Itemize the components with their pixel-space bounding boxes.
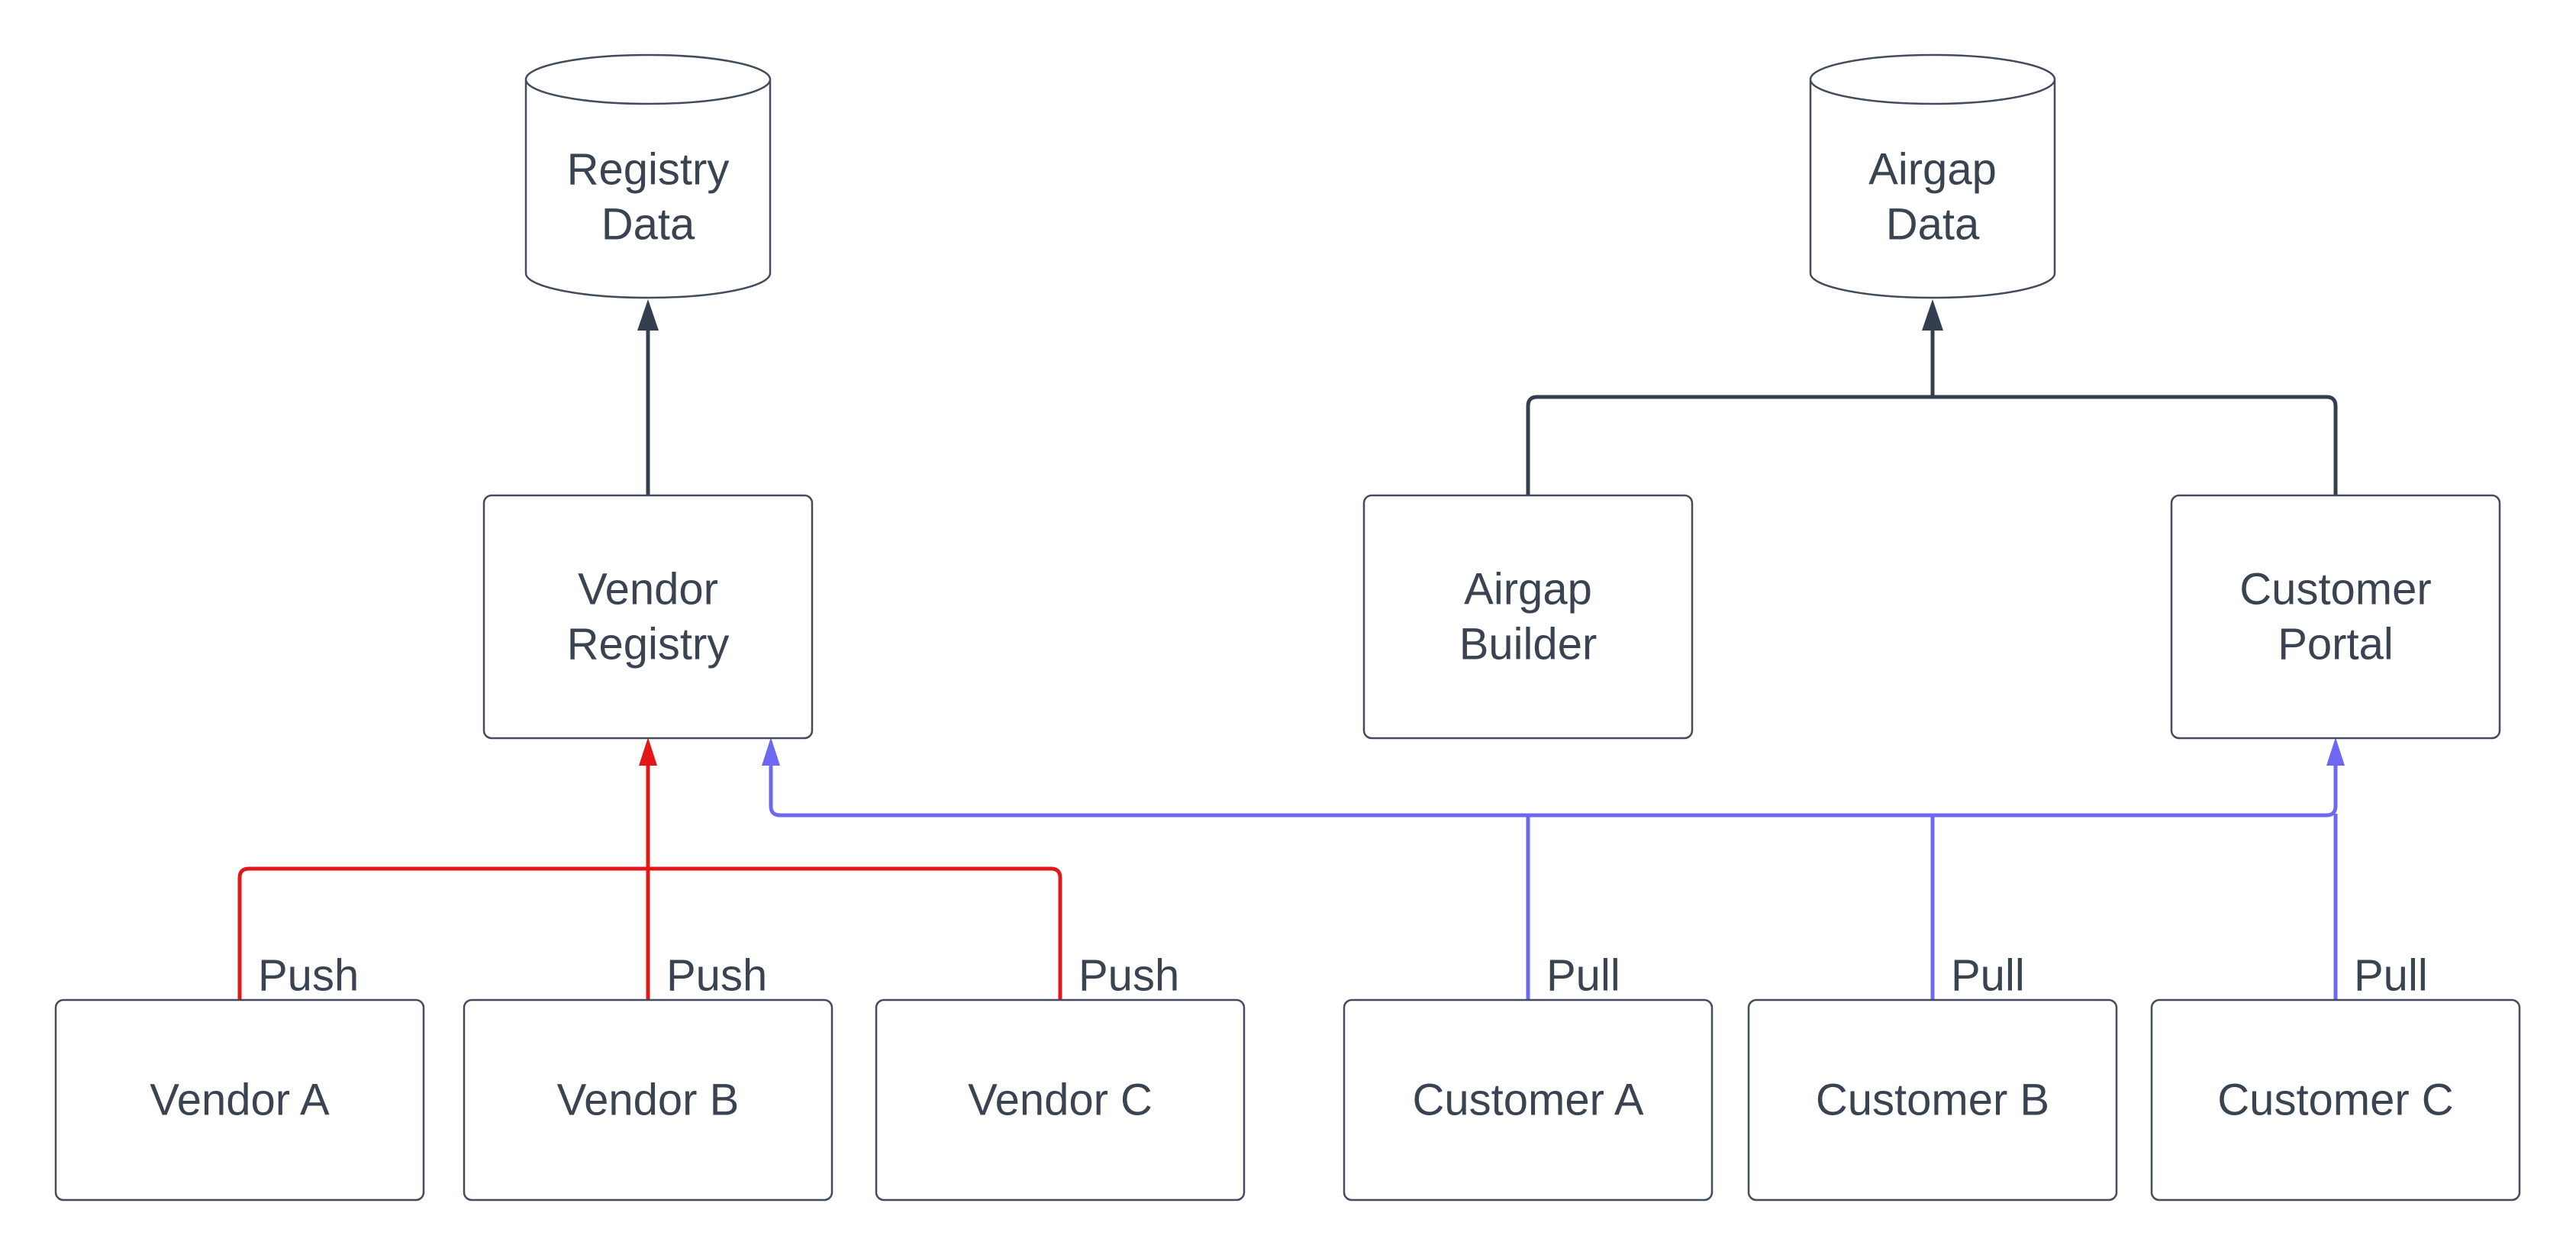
airgap-data-cylinder-shape: [1809, 53, 2056, 299]
connector-builder-portal-merge-bar: [1526, 395, 2338, 495]
push-label-vendor-b: Push: [666, 951, 767, 1001]
airgap-builder-label-line1: Airgap: [1464, 565, 1592, 614]
customer-portal-label-line1: Customer: [2239, 565, 2431, 614]
vendor-a-box-shape: [54, 998, 425, 1202]
node-customer-portal: Customer Portal: [2170, 494, 2501, 740]
flow-arrowheads: [637, 299, 1943, 331]
node-vendor-a: Vendor A: [54, 998, 425, 1202]
pull-arrowheads: [762, 737, 2345, 766]
vendor-b-box-shape: [463, 998, 833, 1202]
node-customer-c: Customer C: [2150, 998, 2521, 1202]
registry-data-label-line1: Registry: [567, 145, 730, 195]
vendor-registry-label-line2: Registry: [567, 620, 730, 669]
vendor-c-box-shape: [875, 998, 1246, 1202]
registry-data-label-line2: Data: [601, 200, 695, 250]
push-connectors: [237, 737, 1062, 1000]
registry-data-cylinder-shape: [524, 53, 772, 299]
vendor-registry-box-shape: [482, 494, 814, 740]
vendor-registry-label-line1: Vendor: [578, 565, 718, 614]
airgap-builder-label-line2: Builder: [1459, 620, 1598, 669]
arrowhead-push-into-vendor-registry: [639, 737, 657, 766]
node-vendor-c: Vendor C: [875, 998, 1246, 1202]
customer-c-label: Customer C: [2217, 1076, 2453, 1125]
node-airgap-data: Airgap Data: [1809, 53, 2056, 299]
pull-label-customer-b: Pull: [1951, 951, 2025, 1001]
customer-portal-box-shape: [2170, 494, 2501, 740]
airgap-data-label-line2: Data: [1886, 200, 1980, 250]
customer-portal-label-line2: Portal: [2278, 620, 2394, 669]
edge-labels: Push Push Push Pull Pull Pull: [258, 951, 2428, 1001]
customer-b-label: Customer B: [1816, 1076, 2049, 1125]
arrowhead-pull-into-vendor-registry: [762, 737, 780, 766]
node-airgap-builder: Airgap Builder: [1362, 494, 1694, 740]
customer-a-label: Customer A: [1413, 1076, 1644, 1125]
node-vendor-registry: Vendor Registry: [482, 494, 814, 740]
arrowhead-pull-into-customer-portal: [2326, 737, 2345, 766]
customer-a-box-shape: [1343, 998, 1714, 1202]
pull-label-customer-c: Pull: [2354, 951, 2428, 1001]
node-vendor-b: Vendor B: [463, 998, 833, 1202]
flow-connectors: [637, 299, 2338, 495]
airgap-builder-box-shape: [1362, 494, 1694, 740]
vendor-b-label: Vendor B: [557, 1076, 740, 1125]
arrowhead-into-registry-data: [637, 299, 659, 331]
connector-pull-bus: [769, 763, 2338, 818]
node-customer-b: Customer B: [1747, 998, 2118, 1202]
vendor-a-label: Vendor A: [150, 1076, 330, 1125]
customer-c-box-shape: [2150, 998, 2521, 1202]
customer-b-box-shape: [1747, 998, 2118, 1202]
vendor-c-label: Vendor C: [968, 1076, 1153, 1125]
airgap-data-label-line1: Airgap: [1868, 145, 1997, 195]
push-label-vendor-c: Push: [1078, 951, 1179, 1001]
node-registry-data: Registry Data: [524, 53, 772, 299]
arrowhead-into-airgap-data: [1922, 299, 1943, 331]
push-label-vendor-a: Push: [258, 951, 359, 1001]
push-arrowheads: [639, 737, 657, 766]
node-customer-a: Customer A: [1343, 998, 1714, 1202]
pull-label-customer-a: Pull: [1546, 951, 1620, 1001]
pull-connectors: [762, 737, 2345, 1000]
